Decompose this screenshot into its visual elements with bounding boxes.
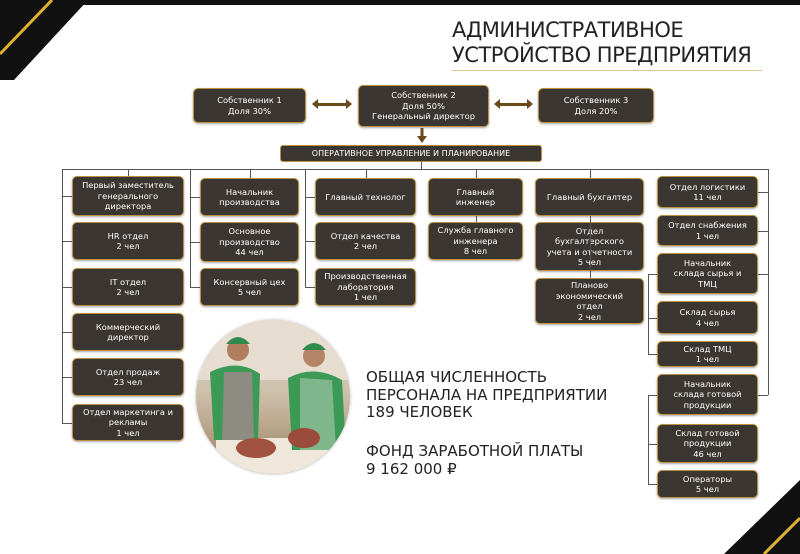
- payroll-summary: ФОНД ЗАРАБОТНОЙ ПЛАТЫ 9 162 000 ₽: [366, 442, 584, 478]
- connector-line: [648, 317, 657, 319]
- double-arrow-icon: [312, 99, 352, 109]
- technologist-box-1: Отдел качества 2 чел: [315, 222, 416, 260]
- connector-line: [648, 443, 657, 445]
- logistics-box-0: Отдел логистики 11 чел: [657, 176, 758, 208]
- technologist-box-2: Производственная лаборатория 1 чел: [315, 268, 416, 306]
- first-deputy-box-0: Первый заместитель генерального директор…: [72, 176, 184, 216]
- technologist-box-0: Главный технолог: [315, 178, 416, 216]
- connector-line: [62, 169, 63, 423]
- connector-line: [648, 273, 657, 275]
- connector-line: [190, 242, 200, 243]
- connector-line: [589, 169, 591, 178]
- production-box-0: Начальник производства: [200, 178, 299, 216]
- workers-illustration: [196, 320, 350, 474]
- owner-1-box: Собственник 1 Доля 30%: [193, 88, 306, 123]
- chief-accountant-box-2: Планово экономический отдел 2 чел: [535, 278, 644, 324]
- connector-line: [62, 422, 72, 424]
- top-bar: [0, 0, 800, 5]
- page-title: АДМИНИСТРАТИВНОЕ УСТРОЙСТВО ПРЕДПРИЯТИЯ: [452, 18, 752, 68]
- connector-line: [768, 169, 769, 395]
- first-deputy-box-5: Отдел маркетинга и рекламы 1 чел: [72, 404, 184, 441]
- connector-line: [648, 273, 649, 354]
- connector-line: [758, 273, 768, 275]
- logistics-box-4: Склад ТМЦ 1 чел: [657, 341, 758, 367]
- connector-line: [62, 287, 72, 288]
- logistics-box-1: Отдел снабжения 1 чел: [657, 215, 758, 246]
- connector-line: [190, 287, 200, 288]
- connector-line: [62, 241, 72, 242]
- payroll-value: 9 162 000 ₽: [366, 459, 457, 478]
- connector-line: [648, 354, 657, 355]
- logistics-box-7: Операторы 5 чел: [657, 470, 758, 498]
- connector-line: [475, 169, 477, 178]
- owner-3-box: Собственник 3 Доля 20%: [538, 88, 654, 123]
- connector-line: [190, 169, 191, 287]
- logistics-box-2: Начальник склада сырья и ТМЦ: [657, 253, 758, 294]
- connector-line: [249, 169, 251, 178]
- operations-planning-bar: ОПЕРАТИВНОЕ УПРАВЛЕНИЕ И ПЛАНИРОВАНИЕ: [280, 145, 542, 162]
- chief-engineer-box-1: Служба главного инженера 8 чел: [428, 222, 523, 260]
- connector-line: [758, 192, 768, 193]
- connector-line: [305, 169, 306, 287]
- corner-decoration-top-left: [0, 0, 88, 80]
- headcount-summary: ОБЩАЯ ЧИСЛЕННОСТЬ ПЕРСОНАЛА НА ПРЕДПРИЯТ…: [366, 368, 608, 422]
- connector-line: [190, 197, 200, 198]
- first-deputy-box-1: HR отдел 2 чел: [72, 222, 184, 260]
- production-box-1: Основное производство 44 чел: [200, 222, 299, 262]
- connector-line: [648, 394, 649, 484]
- connector-line: [305, 241, 315, 242]
- connector-line: [758, 394, 768, 396]
- owner-2-ceo-box: Собственник 2 Доля 50% Генеральный дирек…: [358, 85, 489, 127]
- corner-decoration-bottom-right: [724, 480, 800, 554]
- connector-line: [62, 196, 72, 197]
- down-arrow-icon: [417, 128, 427, 143]
- workers-photo: [196, 320, 350, 474]
- connector-line: [421, 162, 422, 170]
- double-arrow-icon: [494, 99, 533, 109]
- connector-line: [648, 394, 657, 396]
- chief-accountant-box-0: Главный бухгалтер: [535, 178, 644, 216]
- connector-line: [62, 332, 72, 333]
- first-deputy-box-4: Отдел продаж 23 чел: [72, 358, 184, 396]
- connector-line: [589, 216, 591, 278]
- payroll-label: ФОНД ЗАРАБОТНОЙ ПЛАТЫ: [366, 442, 584, 460]
- chief-engineer-box-0: Главный инженер: [428, 178, 523, 216]
- first-deputy-box-3: Коммерческий директор: [72, 313, 184, 351]
- connector-line: [62, 377, 72, 378]
- connector-line: [305, 287, 315, 288]
- connector-line: [648, 484, 657, 485]
- title-line-2: УСТРОЙСТВО ПРЕДПРИЯТИЯ: [452, 43, 752, 67]
- production-box-2: Консервный цех 5 чел: [200, 268, 299, 306]
- connector-line: [475, 216, 477, 222]
- headcount-label-2: ПЕРСОНАЛА НА ПРЕДПРИЯТИИ: [366, 385, 608, 404]
- connector-line: [758, 230, 768, 232]
- headcount-value: 189 ЧЕЛОВЕК: [366, 403, 473, 421]
- connector-line: [365, 169, 367, 178]
- logistics-box-5: Начальник склада готовой продукции: [657, 374, 758, 415]
- title-line-1: АДМИНИСТРАТИВНОЕ: [452, 18, 684, 42]
- logistics-box-6: Склад готовой продукции 46 чел: [657, 424, 758, 463]
- first-deputy-box-2: IT отдел 2 чел: [72, 268, 184, 306]
- headcount-label-1: ОБЩАЯ ЧИСЛЕННОСТЬ: [366, 368, 547, 386]
- logistics-box-3: Склад сырья 4 чел: [657, 301, 758, 334]
- connector-line: [305, 197, 315, 198]
- connector-line: [128, 169, 129, 176]
- connector-line: [62, 169, 769, 170]
- title-divider: [452, 70, 762, 71]
